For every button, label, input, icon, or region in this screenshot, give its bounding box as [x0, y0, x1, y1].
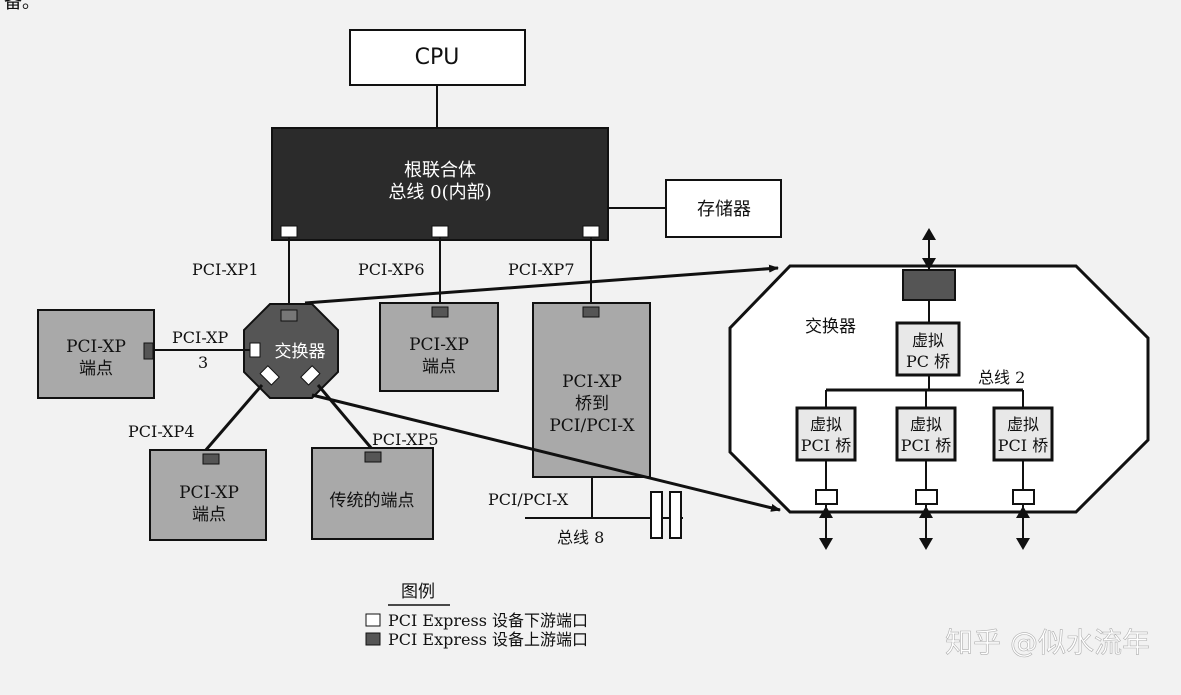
downlink-2-arrow-down-icon — [919, 538, 933, 550]
port-label-pci-xp7: PCI-XP7 — [508, 260, 575, 279]
endpoint-middle-label-2: 端点 — [422, 357, 456, 377]
legacy-endpoint-label: 传统的端点 — [330, 491, 415, 511]
port-label-pci-xp3-line2: 3 — [198, 353, 208, 372]
root-downstream-port-6 — [431, 225, 449, 238]
port-label-pci-xp3-line1: PCI-XP — [172, 328, 229, 347]
port-label-pci-xp4: PCI-XP4 — [128, 422, 195, 441]
endpoint-left-upstream-port — [143, 342, 154, 360]
virtual-pci-bridge-1-label-2: PCI 桥 — [801, 436, 851, 455]
switch-upstream-port — [280, 309, 298, 322]
memory-box — [665, 179, 782, 238]
endpoint-middle-label-1: PCI-XP — [409, 335, 469, 355]
legend-title: 图例 — [401, 582, 435, 602]
endpoint-bottom-left-box — [149, 449, 267, 541]
root-complex-box — [271, 127, 609, 241]
bridge-label-3: PCI/PCI-X — [549, 416, 635, 436]
link-pci-xp5 — [316, 384, 374, 450]
endpoint-left-label-2: 端点 — [79, 359, 113, 379]
pci-slot-1 — [650, 491, 663, 539]
endpoint-left-box — [37, 309, 155, 399]
port-label-pci-xp1: PCI-XP1 — [192, 260, 259, 279]
port-label-pci-xp5: PCI-XP5 — [372, 430, 439, 449]
detail-downstream-port-1 — [815, 489, 838, 505]
switch-downstream-port-4 — [259, 365, 280, 386]
endpoint-bottom-left-label-2: 端点 — [192, 505, 226, 525]
pci-bus-label: PCI/PCI-X — [488, 490, 569, 509]
legend-upstream-label: PCI Express 设备上游端口 — [388, 630, 588, 649]
downlink-3-arrow-up-icon — [1016, 506, 1030, 518]
memory-label: 存储器 — [697, 199, 751, 220]
bridge-label-2: 桥到 — [575, 394, 609, 414]
legacy-endpoint-box — [311, 447, 434, 540]
detail-upstream-arrow-up-icon — [922, 228, 936, 240]
virtual-pci-bridge-2-box — [895, 406, 957, 462]
endpoint-left-label-1: PCI-XP — [66, 337, 126, 357]
switch-downstream-port-5 — [300, 365, 321, 386]
bridge-box — [532, 302, 651, 478]
virtual-pc-bridge-box — [895, 321, 961, 377]
virtual-pci-bridge-3-box — [992, 406, 1054, 462]
downlink-2-arrow-up-icon — [919, 506, 933, 518]
virtual-pci-bridge-3-label-1: 虚拟 — [1007, 415, 1039, 434]
root-complex-label: 根联合体 — [404, 160, 476, 181]
legend-upstream-swatch — [365, 632, 381, 646]
detail-upstream-port — [902, 269, 956, 301]
root-downstream-port-1 — [280, 225, 298, 238]
internal-bus-2-label: 总线 2 — [978, 368, 1025, 387]
legend-downstream-label: PCI Express 设备下游端口 — [388, 611, 588, 630]
cpu-label: CPU — [415, 45, 460, 70]
detail-upstream-arrow-down-icon — [922, 258, 936, 270]
virtual-pc-bridge-label-2: PC 桥 — [906, 352, 950, 371]
top-text-fragment: 备。 — [4, 0, 40, 13]
switch-downstream-port-3 — [249, 342, 261, 358]
cpu-box — [349, 29, 526, 86]
pci-bus-8-label: 总线 8 — [557, 528, 604, 547]
endpoint-bottom-left-label-1: PCI-XP — [179, 483, 239, 503]
downlink-3-arrow-down-icon — [1016, 538, 1030, 550]
link-pci-xp4 — [203, 384, 264, 452]
virtual-pci-bridge-1-label-1: 虚拟 — [810, 415, 842, 434]
downlink-1-arrow-up-icon — [819, 506, 833, 518]
endpoint-bottom-left-upstream-port — [202, 453, 220, 465]
detail-downstream-port-2 — [915, 489, 938, 505]
legacy-endpoint-upstream-port — [364, 451, 382, 463]
pci-slot-2 — [669, 491, 682, 539]
endpoint-middle-box — [379, 302, 499, 392]
watermark-text: 知乎 @似水流年 — [945, 626, 1150, 659]
virtual-pci-bridge-2-label-1: 虚拟 — [910, 415, 942, 434]
legend-downstream-swatch — [365, 613, 381, 627]
downlink-1-arrow-down-icon — [819, 538, 833, 550]
switch-label: 交换器 — [275, 342, 326, 362]
root-downstream-port-7 — [582, 225, 600, 238]
zoom-arrow-bottom — [311, 393, 781, 512]
virtual-pc-bridge-label-1: 虚拟 — [912, 331, 944, 350]
virtual-pci-bridge-3-label-2: PCI 桥 — [998, 436, 1048, 455]
switch-detail-title: 交换器 — [805, 317, 856, 337]
bridge-label-1: PCI-XP — [562, 372, 622, 392]
root-complex-bus-label: 总线 0(内部) — [388, 182, 491, 203]
endpoint-middle-upstream-port — [431, 306, 449, 318]
detail-downstream-port-3 — [1012, 489, 1035, 505]
zoom-arrow-top — [304, 264, 779, 305]
bridge-upstream-port — [582, 306, 600, 318]
virtual-pci-bridge-2-label-2: PCI 桥 — [901, 436, 951, 455]
port-label-pci-xp6: PCI-XP6 — [358, 260, 425, 279]
